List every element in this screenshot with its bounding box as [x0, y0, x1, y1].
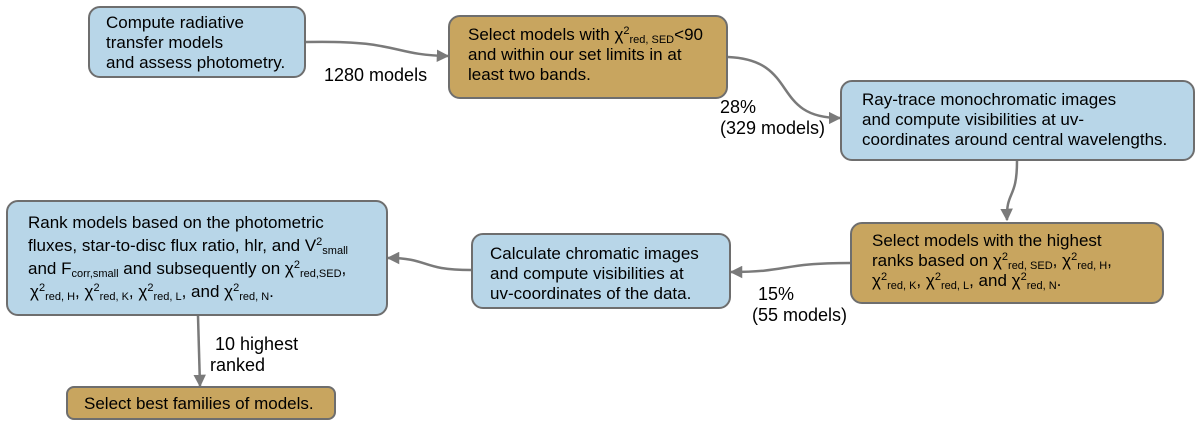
node-raytrace-line-2: and compute visibilities at uv-	[862, 110, 1085, 129]
node-chromatic-line-1: Calculate chromatic images	[490, 244, 699, 263]
node-select1-line-2: and within our set limits in at	[468, 45, 682, 64]
node-raytrace-line-3: coordinates around central wavelengths.	[862, 130, 1168, 149]
node-compute-models: Compute radiative transfer models and as…	[88, 6, 306, 78]
edge-raytrace-to-select2	[1000, 160, 1019, 222]
node-raytrace-line-1: Ray-trace monochromatic images	[862, 90, 1117, 109]
edge-label-10-highest: 10 highest ranked	[210, 334, 299, 375]
node-chromatic-images: Calculate chromatic images and compute v…	[471, 233, 731, 309]
node-select-chi-sed: Select models with χ2red, SED<90 and wit…	[448, 15, 728, 99]
node-select2-line-3: χ2red, K, χ2red, L, and χ2red, N.	[872, 271, 1062, 292]
edge-label-1280-models: 1280 models	[324, 65, 428, 85]
node-select-highest-ranks: Select models with the highest ranks bas…	[850, 222, 1164, 304]
node-select1-line-1: Select models with χ2red, SED<90	[468, 25, 703, 46]
node-chromatic-line-3: uv-coordinates of the data.	[490, 284, 692, 303]
node-select2-line-2: ranks based on χ2red, SED, χ2red, H,	[872, 251, 1112, 272]
node-raytrace: Ray-trace monochromatic images and compu…	[840, 80, 1195, 161]
edge-select2-to-chromatic	[729, 261, 851, 279]
node-chromatic-line-2: and compute visibilities at	[490, 264, 684, 283]
node-select-best-families: Select best families of models.	[66, 386, 336, 420]
node-compute-line-3: and assess photometry.	[106, 53, 286, 72]
node-rank-line-3: and Fcorr,small and subsequently on χ2re…	[28, 259, 347, 280]
node-compute-line-2: transfer models	[106, 33, 224, 52]
edge-rank-to-best	[193, 315, 206, 388]
node-select2-line-1: Select models with the highest	[872, 231, 1102, 250]
edge-compute-to-select1	[305, 40, 450, 63]
edge-chromatic-to-rank	[386, 251, 472, 272]
node-rank-line-1: Rank models based on the photometric	[28, 213, 324, 232]
node-select1-line-3: least two bands.	[468, 65, 591, 84]
edge-label-15-percent: 15% (55 models)	[752, 284, 848, 325]
edge-label-28-percent: 28% (329 models)	[720, 97, 826, 138]
node-best-label: Select best families of models.	[84, 394, 314, 413]
node-rank-models: Rank models based on the photometric flu…	[6, 200, 388, 316]
node-rank-line-4: χ2red, H, χ2red, K, χ2red, L, and χ2red,…	[30, 282, 274, 303]
edge-select1-to-raytrace	[727, 55, 842, 125]
node-compute-line-1: Compute radiative	[106, 13, 244, 32]
node-rank-line-2: fluxes, star-to-disc flux ratio, hlr, an…	[28, 236, 348, 257]
